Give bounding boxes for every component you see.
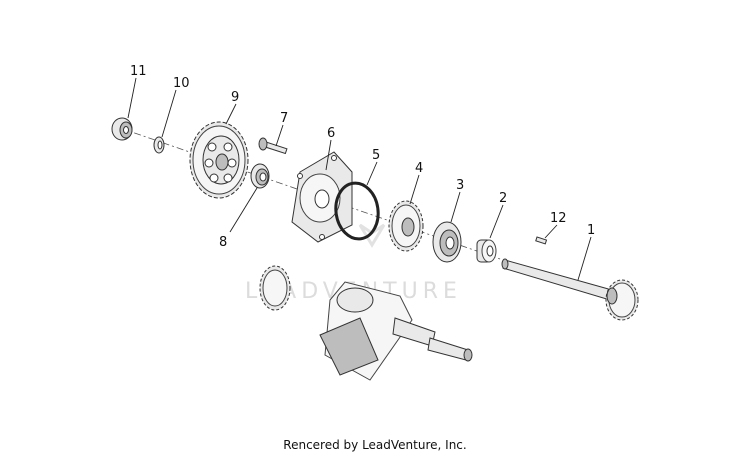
callout-7: 7 (280, 111, 288, 126)
leader-6 (325, 139, 332, 171)
part-11-nut[interactable] (111, 117, 133, 141)
callout-11: 11 (130, 64, 147, 79)
leader-8 (229, 187, 258, 233)
part-9-large-gear[interactable] (189, 121, 249, 199)
crankshaft-assembly (259, 265, 473, 381)
part-1-shaft[interactable] (501, 258, 639, 321)
callout-4: 4 (415, 161, 423, 176)
callout-12: 12 (550, 211, 567, 226)
callout-5: 5 (372, 148, 380, 163)
leader-5 (366, 161, 378, 186)
callout-10: 10 (173, 76, 190, 91)
leader-11 (127, 77, 137, 119)
callout-8: 8 (219, 235, 227, 250)
leader-2 (489, 204, 504, 239)
part-4-small-gear[interactable] (388, 200, 424, 252)
callout-1: 1 (587, 223, 595, 238)
part-3-bearing[interactable] (432, 221, 462, 263)
leader-12 (544, 224, 558, 239)
footer-credit: Rencered by LeadVenture, Inc. (283, 438, 467, 452)
callout-2: 2 (499, 191, 507, 206)
part-5-o-ring[interactable] (332, 180, 381, 241)
leader-7 (275, 124, 284, 147)
part-7-bolt[interactable] (258, 137, 288, 155)
callout-9: 9 (231, 90, 239, 105)
part-10-washer[interactable] (153, 136, 165, 154)
leader-3 (450, 191, 461, 223)
leader-10 (161, 89, 177, 138)
callout-6: 6 (327, 126, 335, 141)
leader-lines (127, 77, 592, 281)
leader-4 (409, 174, 420, 205)
part-12-pin[interactable] (535, 236, 548, 245)
part-2-bushing[interactable] (476, 239, 497, 263)
leader-9 (225, 103, 237, 125)
callout-labels: 11 10 9 7 6 5 4 3 2 12 1 8 (130, 64, 595, 250)
callout-3: 3 (456, 178, 464, 193)
leader-1 (577, 236, 592, 281)
part-8-oil-seal[interactable] (250, 163, 270, 189)
